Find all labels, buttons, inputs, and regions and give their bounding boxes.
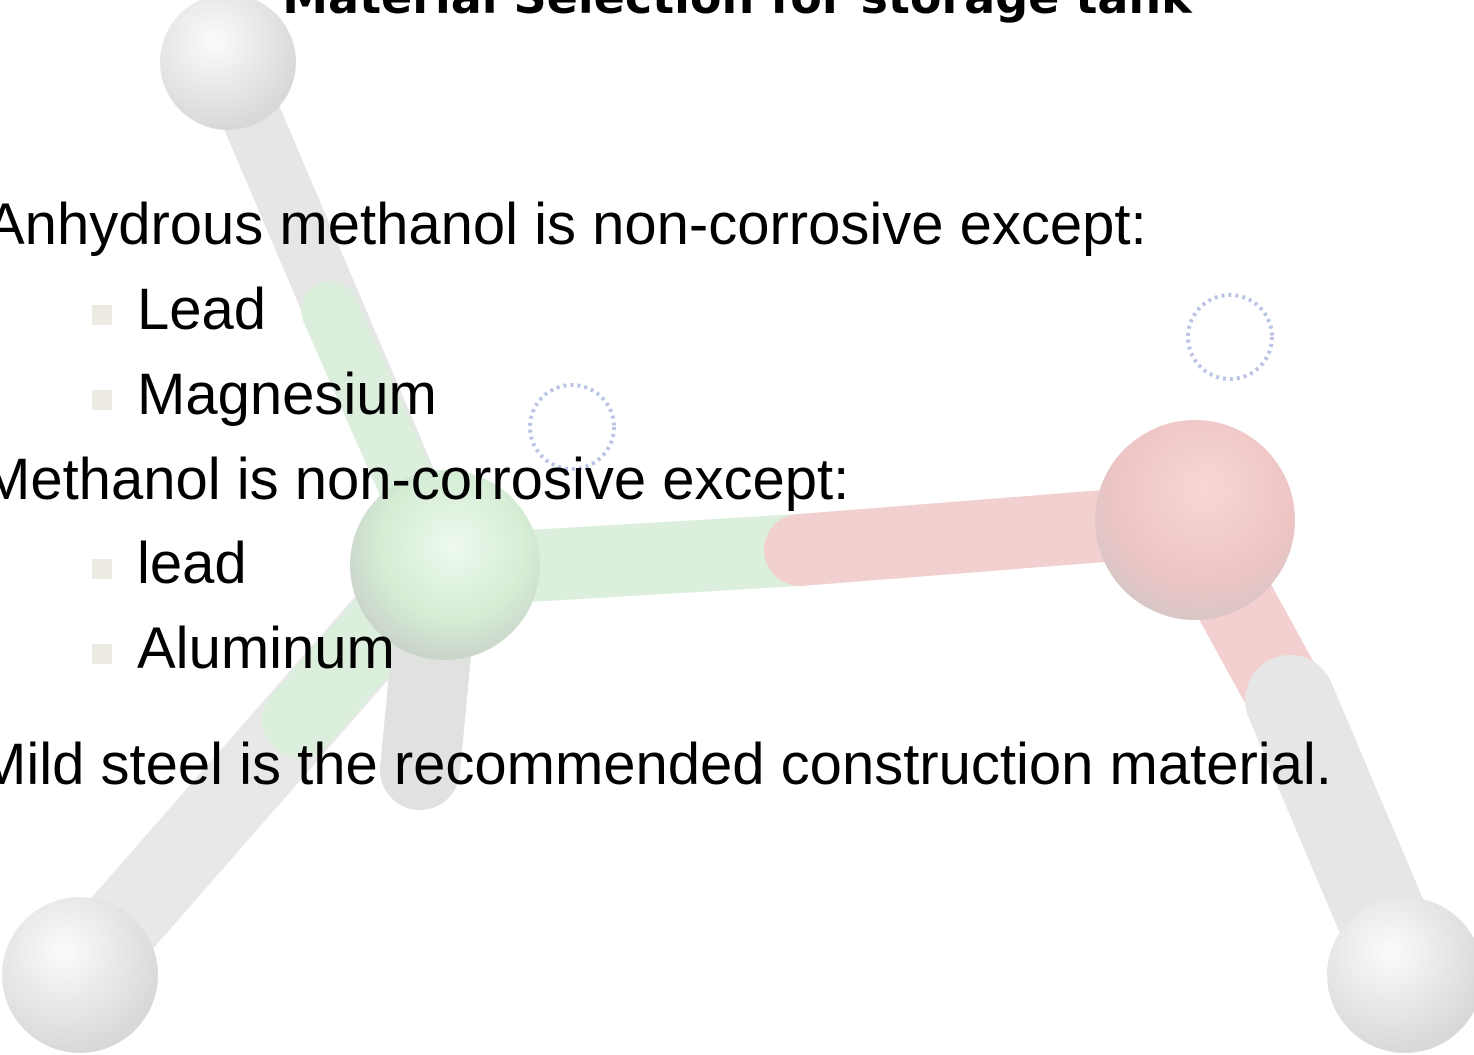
slide-title: Material Selection for storage tank: [0, 0, 1474, 24]
lone-pair-ring-left: [528, 383, 616, 471]
sub-point-lead-lowercase: lead: [137, 531, 247, 596]
carbon-atom: [350, 470, 540, 660]
sub-point-aluminum: Aluminum: [137, 616, 395, 681]
sub-point-lead: Lead: [137, 277, 267, 342]
bullet-square: [92, 390, 112, 410]
main-point-mild-steel: Mild steel is the recommended constructi…: [0, 732, 1332, 797]
bullet-square: [92, 559, 112, 579]
main-point-methanol: Methanol is non-corrosive except:: [0, 447, 850, 512]
sub-point-magnesium: Magnesium: [137, 362, 437, 427]
hydrogen-atom-top: [160, 0, 296, 130]
bullet-square: [92, 305, 112, 325]
main-point-anhydrous-methanol: Anhydrous methanol is non-corrosive exce…: [0, 192, 1147, 257]
lone-pair-ring-right: [1186, 293, 1274, 381]
hydrogen-atom-bottom-right: [1327, 897, 1474, 1053]
oxygen-atom: [1095, 420, 1295, 620]
hydrogen-atom-bottom-left: [2, 897, 158, 1053]
bullet-square: [92, 644, 112, 664]
